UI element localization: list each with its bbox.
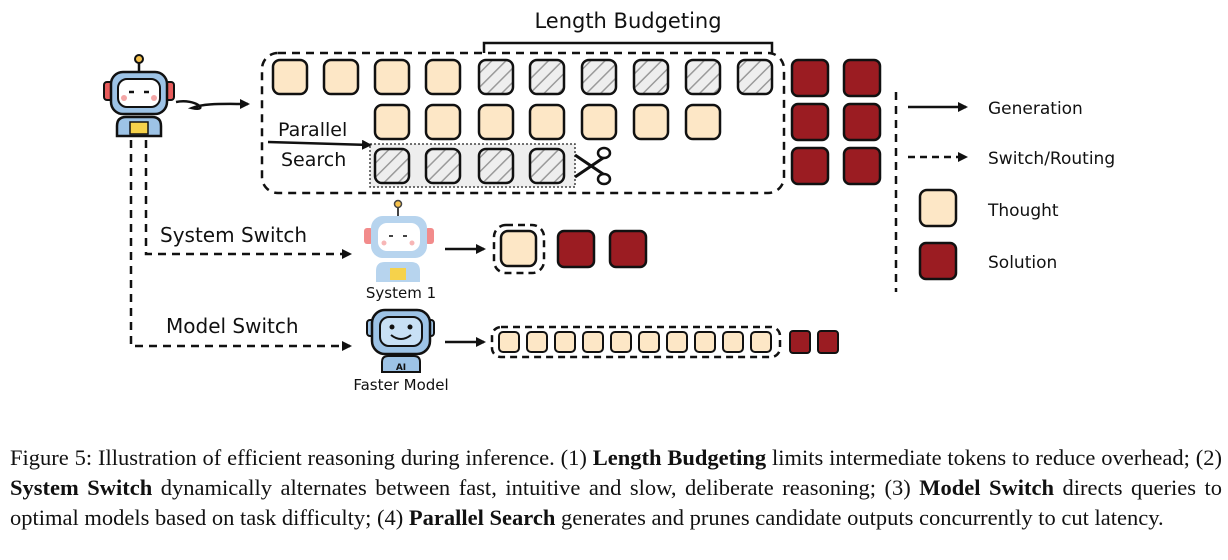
faster-model-label: Faster Model (353, 376, 448, 394)
reasoning-group-border (260, 51, 786, 195)
caption-term-system-switch: System Switch (10, 474, 153, 500)
model-switch-label: Model Switch (166, 314, 299, 338)
parallel-search-label-line2: Search (281, 149, 346, 171)
legend-thought-label: Thought (987, 201, 1059, 221)
caption-text-1: limits intermediate tokens to reduce ove… (766, 444, 1223, 470)
faster-model-thought-group (490, 325, 782, 359)
robot-ai-badge: AI (396, 363, 406, 373)
legend-generation-label: Generation (988, 99, 1083, 119)
system1-label: System 1 (366, 284, 436, 302)
faster-model-solution-block (789, 330, 811, 354)
thought-row-3-pruned (373, 147, 566, 185)
system1-solution-block (556, 229, 596, 269)
legend-solution-swatch (918, 241, 958, 281)
caption-text-3: directs queries to optimal models based … (10, 474, 1222, 530)
solution-blocks-main (790, 58, 882, 186)
robot-main-icon (103, 54, 175, 138)
length-budget-bracket (482, 41, 774, 53)
system-switch-label: System Switch (160, 223, 307, 247)
legend-switch-label: Switch/Routing (988, 149, 1115, 169)
robot-system1-icon (364, 199, 434, 282)
caption-text-2: dynamically alternates between fast, int… (152, 474, 920, 500)
legend-solution-label: Solution (988, 253, 1057, 273)
thought-row-2 (373, 103, 722, 141)
length-budgeting-label: Length Budgeting (534, 9, 721, 33)
faster-model-solution-block (817, 330, 839, 354)
scissors-icon (574, 146, 612, 186)
efficient-reasoning-diagram: Length Budgeting Parallel (103, 9, 1115, 394)
parallel-search-label-line1: Parallel (278, 119, 347, 141)
generation-arrow (175, 98, 250, 110)
caption-term-length-budgeting: Length Budgeting (592, 444, 767, 470)
caption-text-4: generates and prunes candidate outputs c… (555, 504, 1164, 530)
caption-intro: Figure 5: Illustration of efficient reas… (10, 444, 593, 470)
faster-model-thought-blocks (498, 331, 772, 353)
caption-term-parallel-search: Parallel Search (408, 504, 556, 530)
model-switch-route (129, 140, 352, 351)
system1-thought-block (499, 229, 538, 268)
system1-solution-block (608, 229, 648, 269)
legend-thought-swatch (918, 188, 958, 228)
thought-row-1 (271, 58, 774, 96)
system-switch-route (144, 140, 352, 259)
figure-caption: Figure 5: Illustration of efficient reas… (10, 443, 1222, 533)
system1-thought-group (492, 223, 546, 275)
parallel-search-arrow (267, 139, 372, 150)
robot-faster-model-icon (366, 308, 435, 373)
caption-term-model-switch: Model Switch (919, 474, 1054, 500)
